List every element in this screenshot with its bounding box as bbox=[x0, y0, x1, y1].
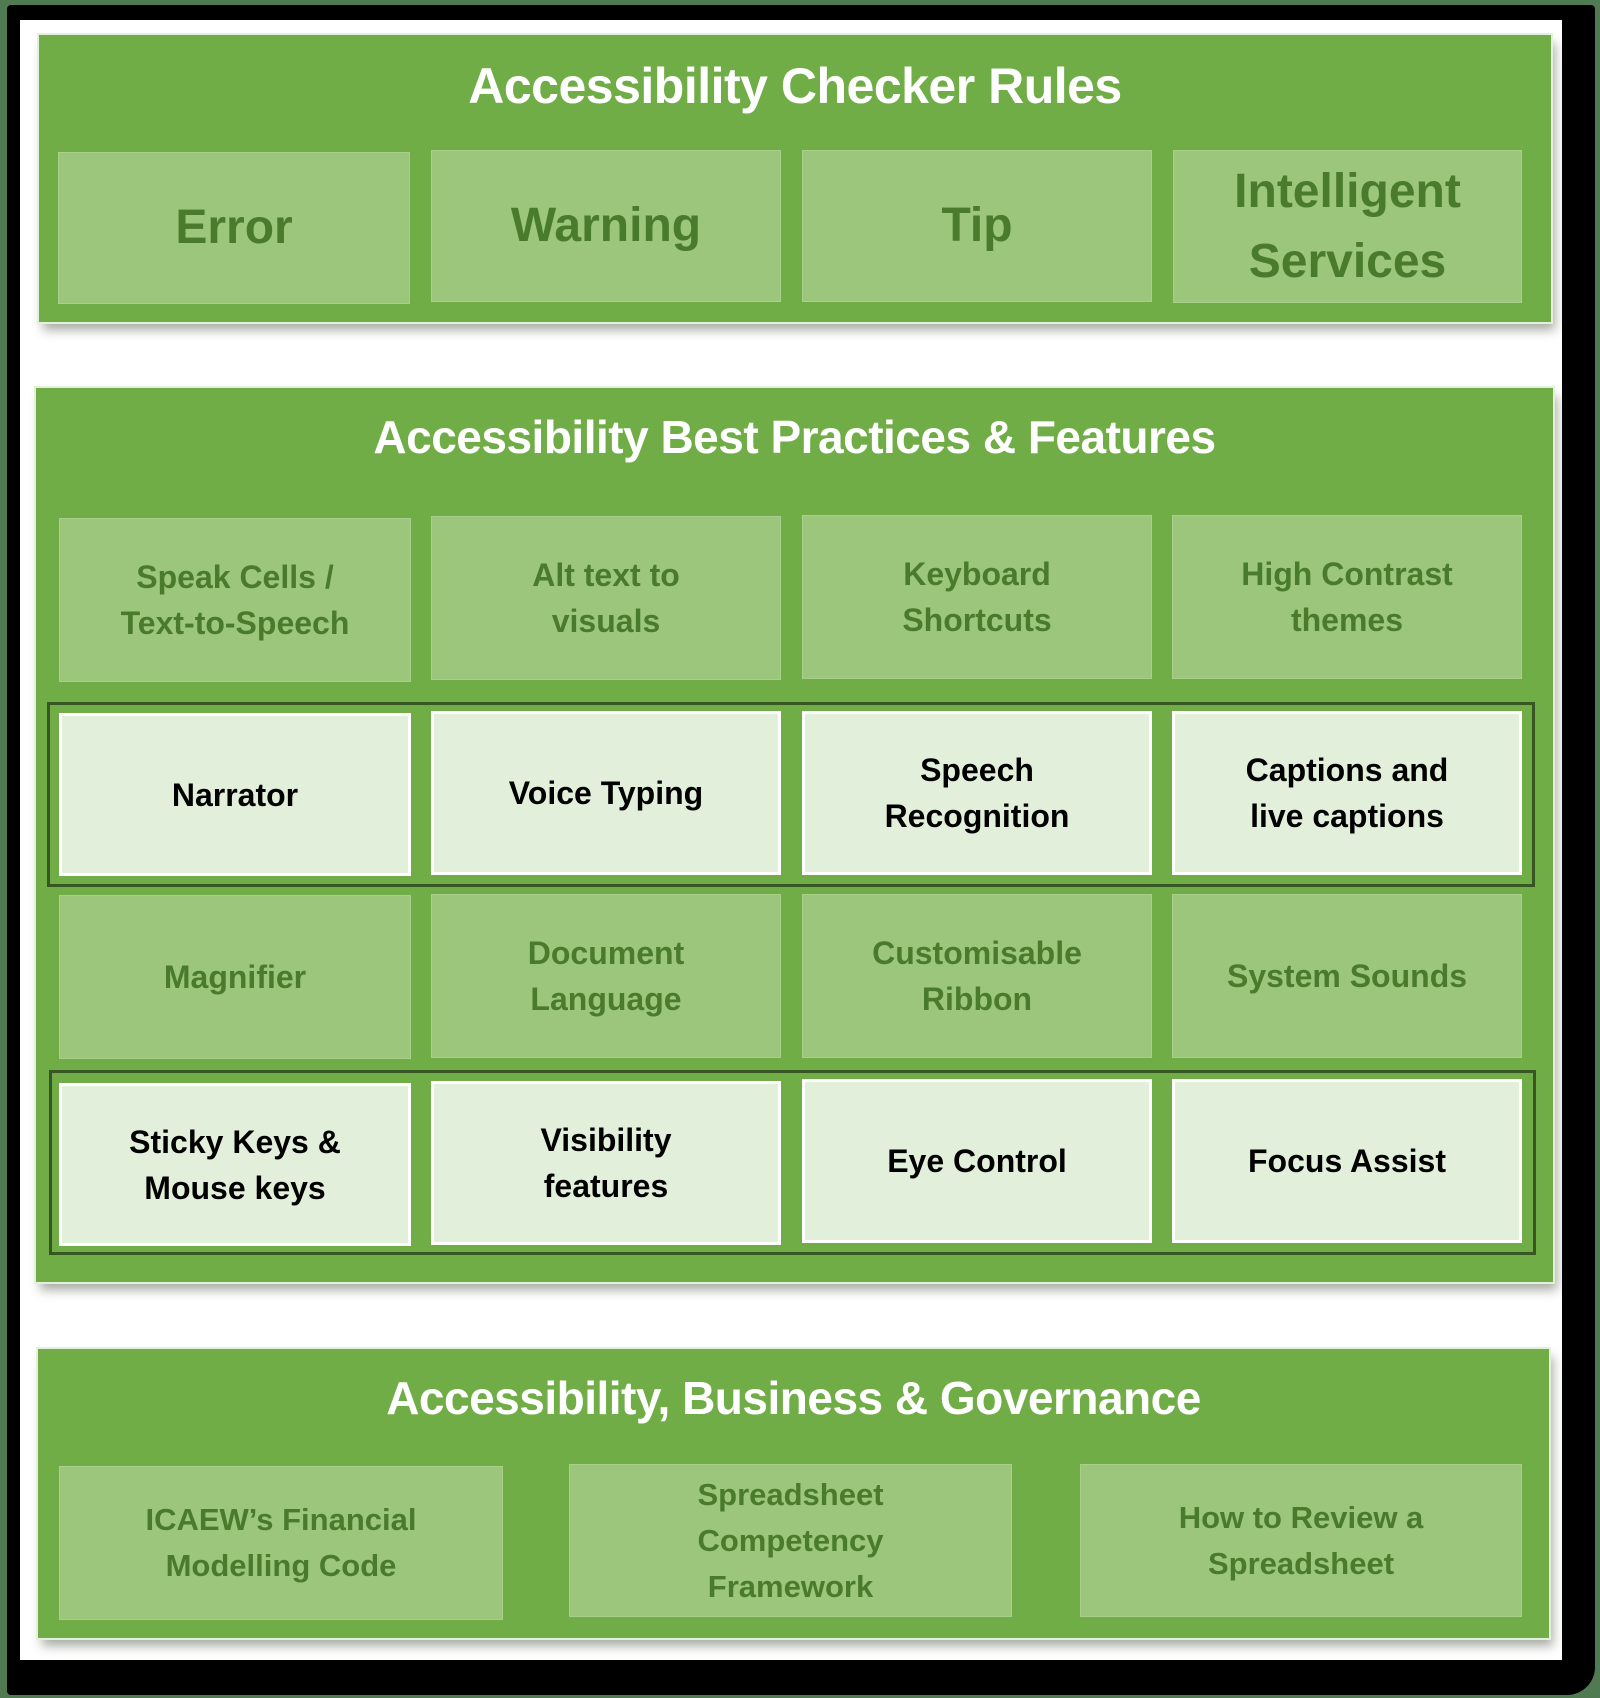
tile-high-contrast: High Contrast themes bbox=[1172, 515, 1522, 679]
tile-visibility-features: Visibility features bbox=[431, 1081, 781, 1245]
highlight-group-row-4 bbox=[49, 1070, 1536, 1255]
tile-spreadsheet-competency: Spreadsheet Competency Framework bbox=[569, 1464, 1012, 1617]
tile-error: Error bbox=[58, 152, 410, 304]
tile-document-language: Document Language bbox=[431, 894, 781, 1058]
panel-title-checker-rules: Accessibility Checker Rules bbox=[468, 58, 1122, 114]
tile-icaew-modelling-code: ICAEW’s Financial Modelling Code bbox=[59, 1466, 503, 1620]
tile-tip: Tip bbox=[802, 150, 1152, 302]
tile-warning: Warning bbox=[431, 150, 781, 302]
tile-captions: Captions and live captions bbox=[1172, 711, 1522, 875]
tile-narrator: Narrator bbox=[59, 713, 411, 876]
tile-voice-typing: Voice Typing bbox=[431, 711, 781, 875]
tile-speech-recognition: Speech Recognition bbox=[802, 711, 1152, 875]
panel-title-best-practices: Accessibility Best Practices & Features bbox=[373, 411, 1216, 463]
tile-review-spreadsheet: How to Review a Spreadsheet bbox=[1080, 1464, 1522, 1617]
tile-focus-assist: Focus Assist bbox=[1172, 1079, 1522, 1243]
tile-customisable-ribbon: Customisable Ribbon bbox=[802, 894, 1152, 1058]
tile-alt-text: Alt text to visuals bbox=[431, 516, 781, 680]
tile-system-sounds: System Sounds bbox=[1172, 894, 1522, 1058]
tile-eye-control: Eye Control bbox=[802, 1079, 1152, 1243]
tile-sticky-keys: Sticky Keys & Mouse keys bbox=[59, 1083, 411, 1246]
tile-keyboard-shortcuts: Keyboard Shortcuts bbox=[802, 515, 1152, 679]
tile-speak-cells: Speak Cells / Text-to-Speech bbox=[59, 518, 411, 682]
tile-magnifier: Magnifier bbox=[59, 895, 411, 1059]
panel-title-governance: Accessibility, Business & Governance bbox=[386, 1372, 1201, 1424]
highlight-group-row-2 bbox=[47, 702, 1535, 887]
tile-intelligent-services: Intelligent Services bbox=[1173, 150, 1522, 303]
